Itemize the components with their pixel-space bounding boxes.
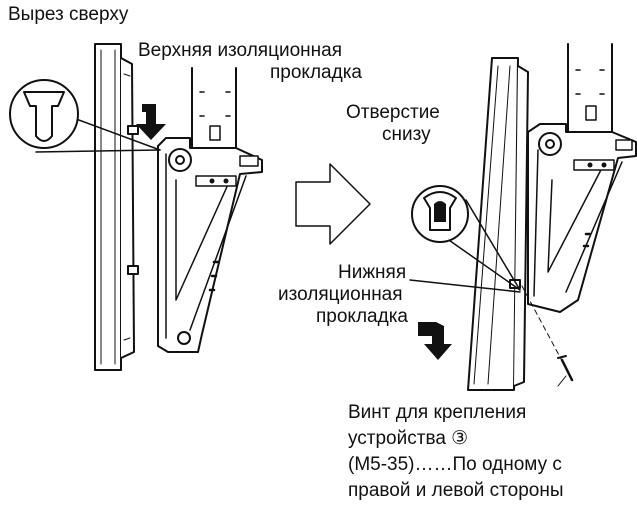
hook-down-arrow: [136, 104, 166, 140]
label-lower-pad-line3: прокладка: [316, 306, 408, 327]
label-screw-line2-text: устройства: [348, 428, 446, 449]
right-wall-column: [567, 43, 613, 135]
label-screw-line1: Винт для крепления: [348, 402, 527, 423]
screw-install-path: [521, 285, 574, 387]
left-wall-column: [191, 67, 237, 151]
label-bottom-hole-line2: снизу: [382, 124, 431, 145]
label-bottom-hole-line1: Отверстие: [346, 102, 440, 123]
transition-arrow: [295, 163, 371, 245]
label-lower-pad-line1: Нижняя: [338, 262, 407, 283]
label-lower-pad-line2: изоляционная: [278, 284, 403, 305]
label-top-cutout: Вырез сверху: [8, 4, 129, 25]
top-cutout-callout: [9, 79, 161, 153]
lower-pad-curved-arrow: [418, 322, 452, 360]
lower-pad-leader: [409, 279, 521, 293]
label-screw-line3: (M5-35)……По одному с: [348, 454, 562, 475]
label-screw-line2: устройства ③: [348, 428, 468, 450]
left-display-panel: [94, 43, 139, 371]
label-screw-line4: правой и левой стороны: [348, 480, 564, 501]
right-assembly: [409, 43, 637, 391]
right-display-panel: [467, 57, 529, 391]
label-upper-pad-line2: прокладка: [270, 62, 362, 83]
label-upper-pad-line1: Верхняя изоляционная: [138, 40, 342, 61]
left-assembly: [9, 43, 263, 371]
left-mounting-bracket: [157, 137, 263, 353]
right-mounting-bracket: [527, 123, 637, 313]
bottom-hole-callout: [411, 185, 521, 291]
circled-number-3: ③: [451, 428, 469, 449]
